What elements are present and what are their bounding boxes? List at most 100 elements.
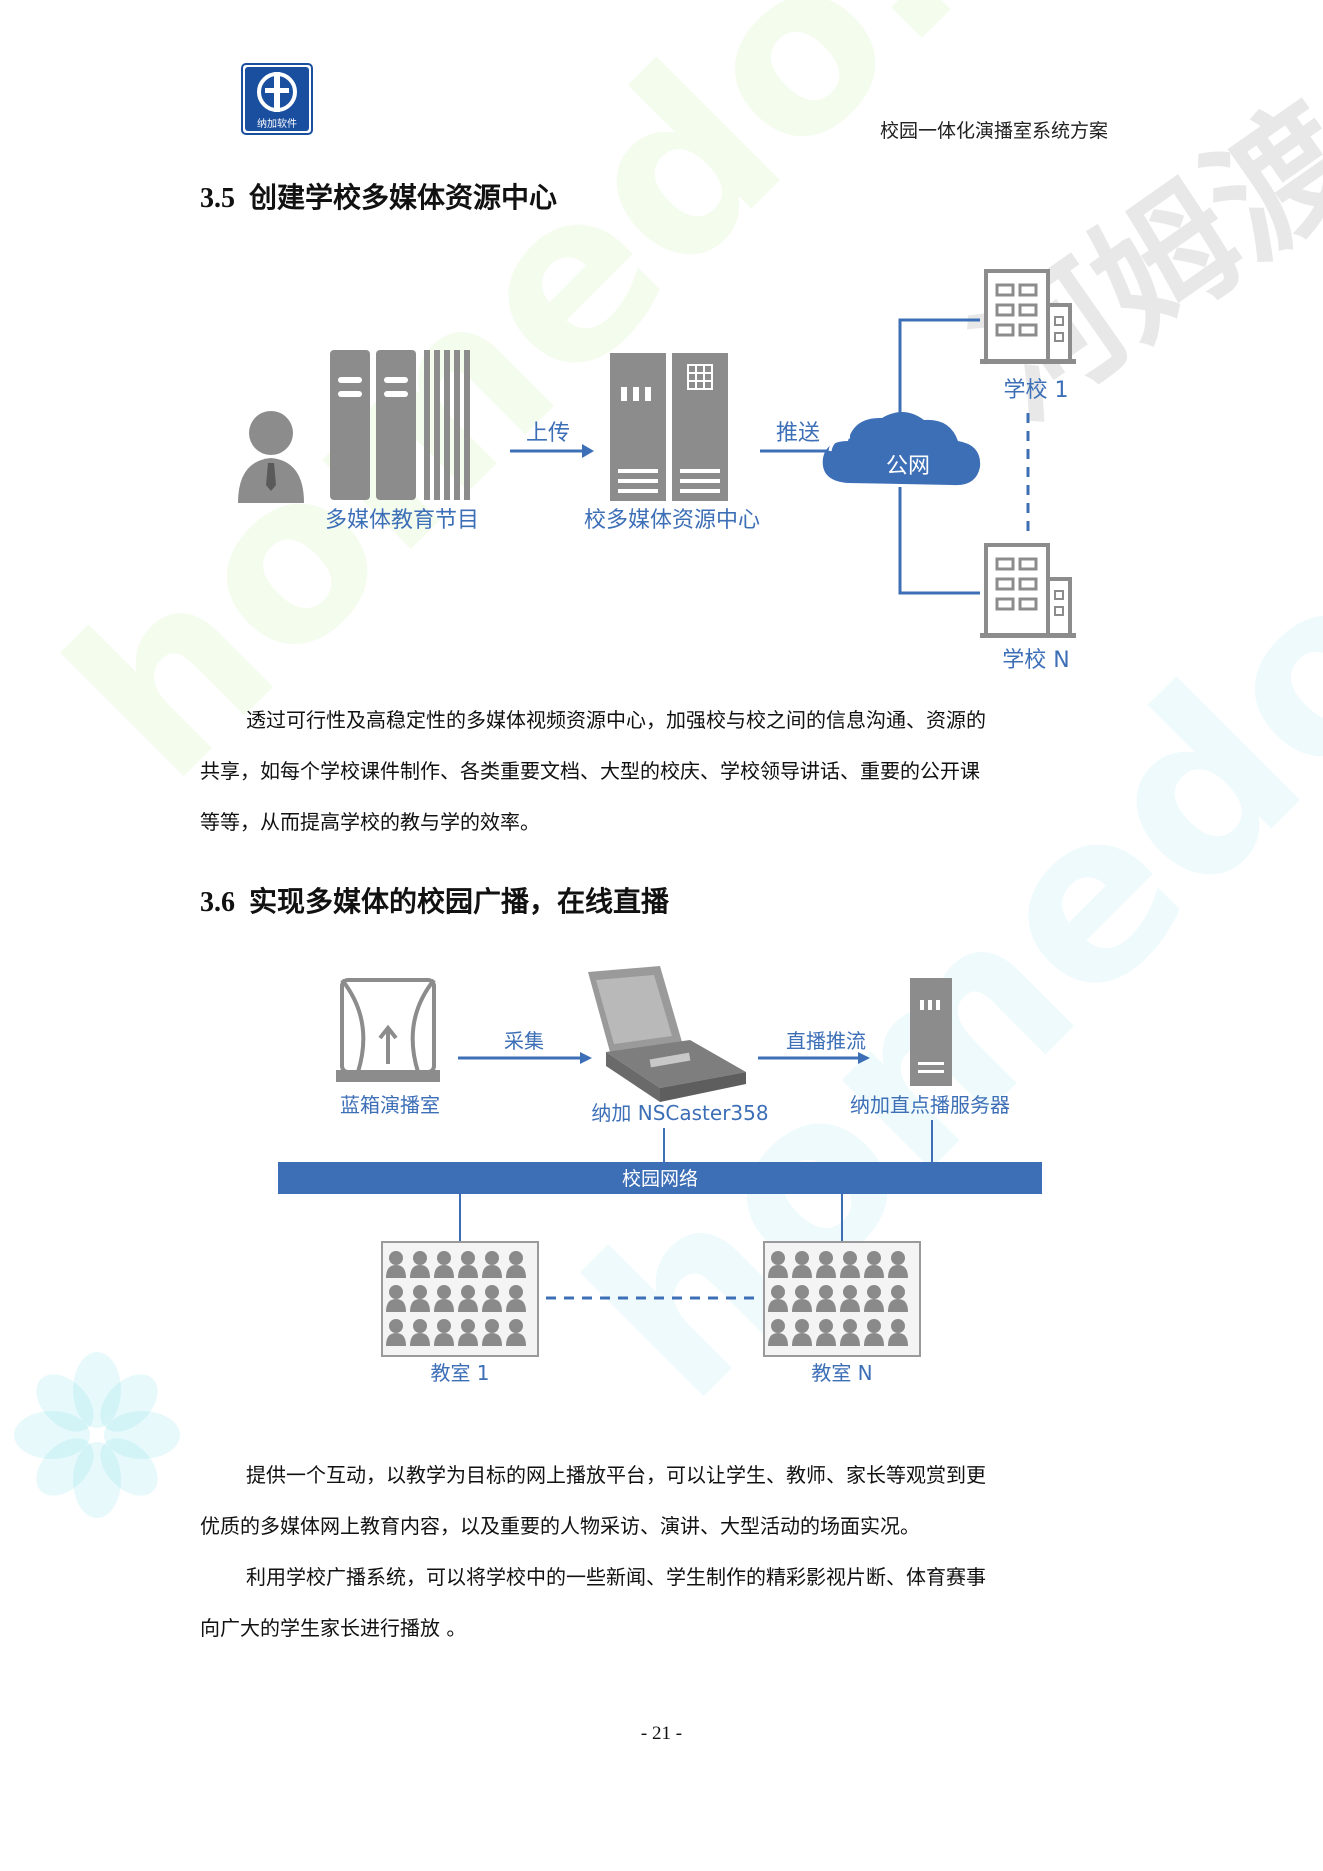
- student-icon: [410, 1333, 430, 1346]
- server-rack-icon: [610, 353, 728, 501]
- paragraph-line: 向广大的学生家长进行播放 。: [200, 1616, 467, 1640]
- label-public-network: 公网: [886, 454, 930, 479]
- student-icon: [843, 1319, 857, 1333]
- student-icon: [864, 1299, 884, 1312]
- page-number: - 21 -: [640, 1723, 683, 1744]
- student-icon: [843, 1251, 857, 1265]
- student-icon: [458, 1333, 478, 1346]
- student-icon: [819, 1251, 833, 1265]
- section-heading: 3.5 创建学校多媒体资源中心: [200, 176, 557, 216]
- campus-broadcast-diagram: 蓝箱演播室 采集 纳加 NSCaster358 直播推流 纳加直点播服务器 校园…: [278, 966, 1042, 1385]
- student-icon: [891, 1285, 905, 1299]
- paragraph-line: 优质的多媒体网上教育内容，以及重要的人物采访、演讲、大型活动的场面实况。: [200, 1514, 920, 1538]
- student-icon: [434, 1299, 454, 1312]
- section-title: 实现多媒体的校园广播，在线直播: [249, 885, 670, 918]
- student-icon: [867, 1319, 881, 1333]
- classroom-icon: [381, 1241, 539, 1357]
- student-icon: [410, 1299, 430, 1312]
- arrow-head-icon: [580, 1052, 592, 1064]
- student-icon: [867, 1251, 881, 1265]
- branch-line-school-n: [898, 487, 980, 595]
- student-icon: [482, 1333, 502, 1346]
- student-icon: [840, 1265, 860, 1278]
- label-upload: 上传: [526, 421, 570, 446]
- paragraph-line: 提供一个互动，以教学为目标的网上播放平台，可以让学生、教师、家长等观赏到更: [246, 1463, 986, 1487]
- branch-line-school-1: [898, 318, 980, 417]
- label-push: 推送: [776, 421, 820, 446]
- student-icon: [888, 1299, 908, 1312]
- school-building-icon: [980, 269, 1076, 364]
- cloud-icon: [822, 411, 981, 486]
- watermark-flower-icon: [14, 1352, 180, 1518]
- student-icon: [509, 1285, 523, 1299]
- paragraph-line: 等等，从而提高学校的教与学的效率。: [200, 810, 540, 834]
- student-icon: [816, 1265, 836, 1278]
- section-title: 创建学校多媒体资源中心: [249, 181, 558, 214]
- student-icon: [795, 1285, 809, 1299]
- paragraph-line: 利用学校广播系统，可以将学校中的一些新闻、学生制作的精彩影视片断、体育赛事: [246, 1565, 986, 1589]
- student-icon: [792, 1299, 812, 1312]
- student-icon: [816, 1299, 836, 1312]
- student-icon: [891, 1251, 905, 1265]
- student-icon: [506, 1333, 526, 1346]
- student-icon: [386, 1299, 406, 1312]
- student-icon: [410, 1265, 430, 1278]
- arrow-head-icon: [582, 444, 594, 458]
- paragraph-line: 共享，如每个学校课件制作、各类重要文档、大型的校庆、学校领导讲话、重要的公开课: [200, 759, 980, 783]
- student-icon: [792, 1333, 812, 1346]
- label-school-1: 学校 1: [1004, 378, 1069, 403]
- resource-center-diagram: 多媒体教育节目 上传 校多媒体资源中心 推送 公网: [238, 269, 1076, 673]
- student-icon: [840, 1299, 860, 1312]
- student-icon: [461, 1285, 475, 1299]
- student-icon: [482, 1265, 502, 1278]
- student-icon: [819, 1285, 833, 1299]
- student-icon: [888, 1333, 908, 1346]
- student-icon: [792, 1265, 812, 1278]
- student-icon: [864, 1333, 884, 1346]
- student-icon: [867, 1285, 881, 1299]
- user-icon: [238, 411, 304, 503]
- student-icon: [389, 1285, 403, 1299]
- student-icon: [437, 1319, 451, 1333]
- student-icon: [461, 1319, 475, 1333]
- label-blue-box-studio: 蓝箱演播室: [340, 1093, 440, 1117]
- student-icon: [413, 1319, 427, 1333]
- classroom-icon: [763, 1241, 921, 1357]
- section-36-paragraph: 提供一个互动，以教学为目标的网上播放平台，可以让学生、教师、家长等观赏到更 优质…: [200, 1450, 1130, 1654]
- student-icon: [771, 1251, 785, 1265]
- label-school-n: 学校 N: [1002, 648, 1069, 673]
- label-edu-programs: 多媒体教育节目: [325, 508, 479, 533]
- student-icon: [840, 1333, 860, 1346]
- student-icon: [888, 1265, 908, 1278]
- logo-text: 纳加软件: [257, 117, 297, 130]
- section-number: 3.5: [200, 183, 235, 214]
- student-icon: [458, 1299, 478, 1312]
- student-icon: [816, 1333, 836, 1346]
- label-nscaster: 纳加 NSCaster358: [591, 1101, 768, 1125]
- student-icon: [864, 1265, 884, 1278]
- section-35-paragraph: 透过可行性及高稳定性的多媒体视频资源中心，加强校与校之间的信息沟通、资源的 共享…: [200, 695, 1130, 848]
- student-icon: [891, 1319, 905, 1333]
- student-icon: [768, 1333, 788, 1346]
- student-icon: [485, 1319, 499, 1333]
- student-icon: [795, 1251, 809, 1265]
- student-icon: [768, 1265, 788, 1278]
- student-icon: [506, 1265, 526, 1278]
- student-icon: [389, 1319, 403, 1333]
- student-icon: [386, 1333, 406, 1346]
- company-logo: 纳加软件: [241, 63, 313, 135]
- paragraph-line: 透过可行性及高稳定性的多媒体视频资源中心，加强校与校之间的信息沟通、资源的: [246, 708, 986, 732]
- student-icon: [485, 1285, 499, 1299]
- label-live-server: 纳加直点播服务器: [850, 1093, 1010, 1117]
- label-resource-center: 校多媒体资源中心: [584, 508, 760, 533]
- student-icon: [386, 1265, 406, 1278]
- label-classroom-1: 教室 1: [430, 1361, 489, 1385]
- server-icon: [910, 978, 952, 1086]
- campus-network-bar: [278, 1162, 1042, 1194]
- student-icon: [509, 1319, 523, 1333]
- label-capture: 采集: [504, 1029, 544, 1053]
- student-icon: [437, 1251, 451, 1265]
- label-live-push: 直播推流: [786, 1029, 866, 1053]
- student-icon: [434, 1265, 454, 1278]
